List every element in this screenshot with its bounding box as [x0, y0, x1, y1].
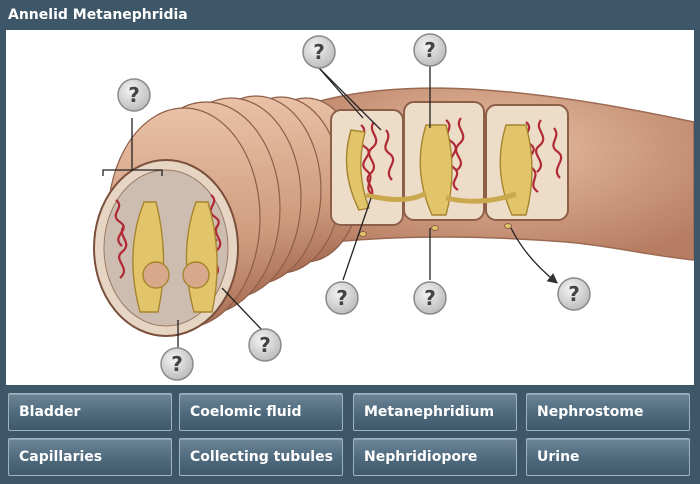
metanephridia [132, 124, 533, 313]
hotspot-question-mark: ? [259, 333, 271, 357]
label-metanephridium[interactable]: Metanephridium [353, 393, 517, 431]
label-capillaries[interactable]: Capillaries [8, 438, 172, 476]
label-bank: Bladder Coelomic fluid Metanephridium Ne… [6, 389, 694, 481]
label-bladder[interactable]: Bladder [8, 393, 172, 431]
hotspot-question-mark: ? [128, 83, 140, 107]
hotspot-8[interactable]: ? [160, 347, 194, 381]
label-nephridiopore[interactable]: Nephridiopore [353, 438, 517, 476]
diagram-canvas: ? ? ? ? ? ? ? [6, 30, 694, 385]
hotspot-question-mark: ? [336, 286, 348, 310]
nephridiopores [359, 223, 512, 237]
hotspot-5[interactable]: ? [413, 281, 447, 315]
label-collecting-tubules[interactable]: Collecting tubules [179, 438, 343, 476]
hotspot-question-mark: ? [424, 286, 436, 310]
hotspot-6[interactable]: ? [557, 277, 591, 311]
hotspot-4[interactable]: ? [325, 281, 359, 315]
hotspot-1[interactable]: ? [117, 78, 151, 112]
hotspot-question-mark: ? [313, 40, 325, 64]
hotspot-3[interactable]: ? [413, 33, 447, 67]
label-nephrostome[interactable]: Nephrostome [526, 393, 690, 431]
hotspot-question-mark: ? [568, 282, 580, 306]
hotspot-2[interactable]: ? [302, 35, 336, 69]
label-urine[interactable]: Urine [526, 438, 690, 476]
annelid-illustration: ? ? ? ? ? ? ? [93, 33, 694, 381]
hotspot-7[interactable]: ? [248, 328, 282, 362]
hotspot-question-mark: ? [171, 352, 183, 376]
label-coelomic-fluid[interactable]: Coelomic fluid [179, 393, 343, 431]
leader-lines [102, 66, 559, 348]
hotspot-question-mark: ? [424, 38, 436, 62]
activity-title: Annelid Metanephridia [8, 7, 188, 23]
